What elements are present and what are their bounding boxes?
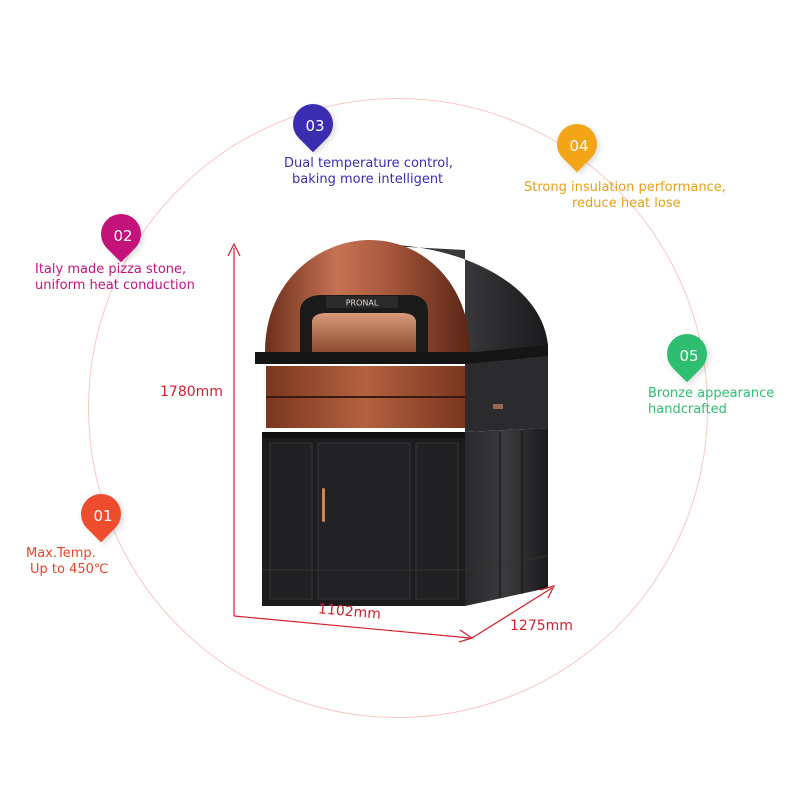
depth-arrow: [539, 585, 556, 599]
feature-05-text: Bronze appearance handcrafted: [648, 386, 775, 417]
feature-05-number: 05: [679, 347, 699, 365]
cabinet-door-handle: [322, 488, 325, 522]
feature-02-number: 02: [113, 227, 133, 245]
width-line: [233, 615, 471, 639]
oven-bronze-panel-lower: [266, 398, 465, 428]
cabinet-side: [465, 428, 548, 606]
height-arrow: [227, 242, 241, 257]
oven-brand-plate: [326, 296, 398, 308]
depth-line: [471, 587, 553, 639]
oven-worktop: [255, 345, 548, 364]
feature-04-text: Strong insulation performance, reduce he…: [524, 180, 726, 211]
feature-03-number: 03: [305, 117, 325, 135]
feature-02-text: Italy made pizza stone, uniform heat con…: [35, 262, 195, 293]
depth-dimension-label: 1275mm: [510, 618, 573, 634]
feature-01-number: 01: [93, 507, 113, 525]
feature-03-text: Dual temperature control, baking more in…: [284, 156, 453, 187]
feature-04-number: 04: [569, 137, 589, 155]
height-dimension-label: 1780mm: [160, 384, 223, 400]
feature-circle: [88, 98, 708, 718]
oven-brand-logo: PRONAL: [346, 299, 379, 308]
width-arrow: [458, 629, 474, 643]
cabinet-door: [317, 442, 411, 600]
oven-bronze-panel-upper: [266, 366, 465, 396]
dimension-lines: [227, 242, 556, 643]
feature-01-text: Max.Temp. Up to 450℃: [26, 546, 109, 577]
oven-side-panel: [465, 356, 548, 432]
oven-interior: [312, 313, 416, 352]
